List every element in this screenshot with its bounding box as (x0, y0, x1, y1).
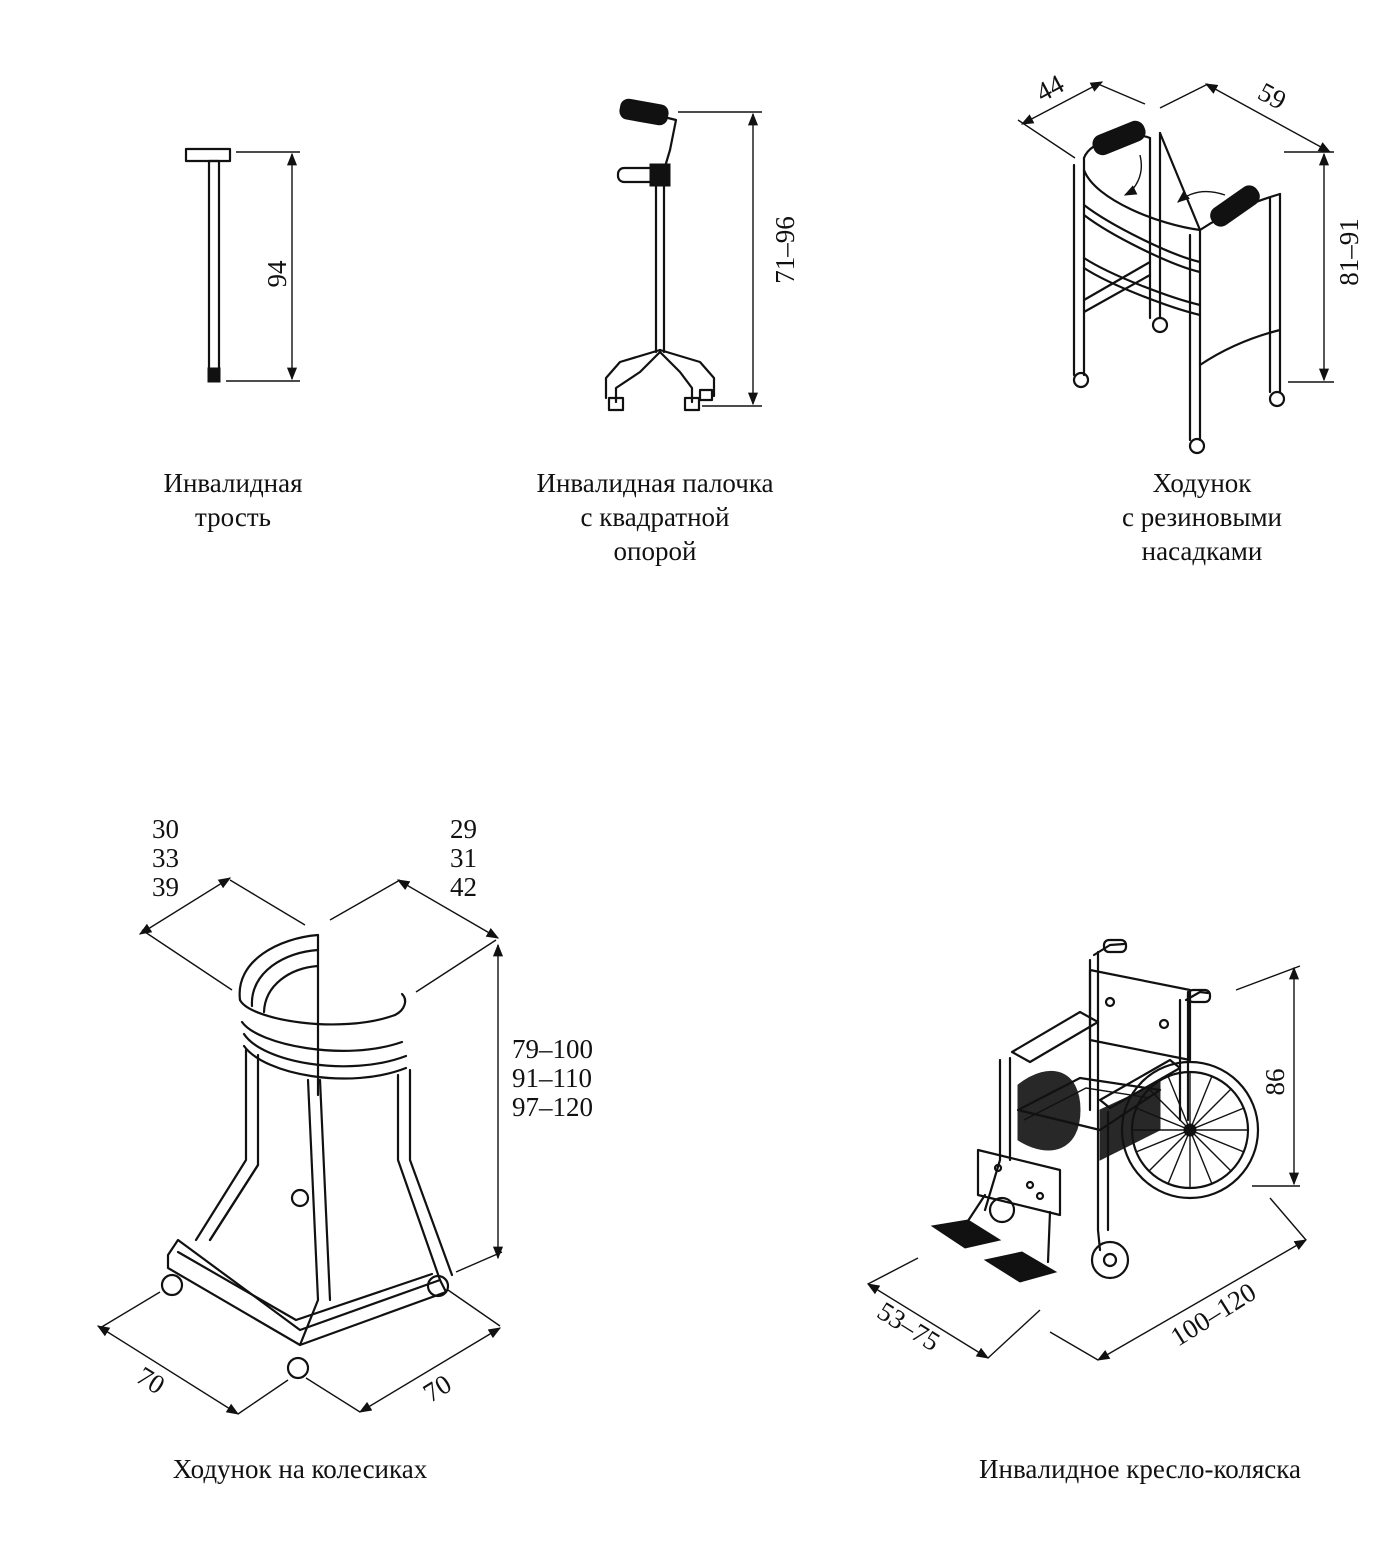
quad-cane-drawing (604, 98, 716, 412)
wheelchair-caption: Инвалидное кресло-коляска (950, 1452, 1330, 1486)
wheeled-walker-dimensions: 70 70 (96, 877, 504, 1415)
cane-drawing (184, 147, 232, 383)
wheelchair-height-label: 86 (1260, 1069, 1290, 1096)
caption-line: трость (195, 502, 271, 532)
height-value: 97–120 (512, 1092, 593, 1122)
caption-line: насадками (1141, 536, 1263, 566)
caption-line: Инвалидная (163, 468, 303, 498)
wheeled-walker-depth-values: 30 33 39 (152, 815, 179, 902)
height-value: 79–100 (512, 1034, 593, 1064)
quad-cane-height-dimension: 71–96 (678, 111, 800, 407)
depth-value: 33 (152, 843, 179, 873)
wheelchair-width-label: 53–75 (872, 1296, 945, 1357)
caption-line: Ходунок (1152, 468, 1252, 498)
depth-value: 39 (152, 872, 179, 902)
caption-line: Инвалидное кресло-коляска (979, 1454, 1301, 1484)
wheelchair-dimensions: 86 53–75 100–120 (866, 965, 1308, 1361)
wheeled-walker-drawing (160, 933, 454, 1380)
height-value: 91–110 (512, 1063, 592, 1093)
frame-walker-width-label: 59 (1253, 76, 1291, 115)
quad-cane-caption: Инвалидная палочка с квадратной опорой (505, 466, 805, 568)
width-value: 31 (450, 843, 477, 873)
caption-line: опорой (613, 536, 697, 566)
frame-walker-drawing (1072, 120, 1286, 455)
depth-value: 30 (152, 814, 179, 844)
frame-walker-height-label: 81–91 (1334, 218, 1364, 286)
caption-line: с квадратной (580, 502, 730, 532)
width-value: 29 (450, 814, 477, 844)
caption-line: Ходунок на колесиках (172, 1454, 428, 1484)
caption-line: с резиновыми (1121, 502, 1283, 532)
cane-height-dimension: 94 (226, 151, 300, 382)
cane-caption: Инвалидная трость (133, 466, 333, 534)
wheeled-walker-height-values: 79–100 91–110 97–120 (512, 1035, 593, 1122)
wheeled-walker-left-base-label: 70 (131, 1360, 170, 1400)
wheelchair-length-label: 100–120 (1165, 1277, 1261, 1353)
width-value: 42 (450, 872, 477, 902)
cane-height-label: 94 (262, 260, 292, 288)
quad-cane-height-label: 71–96 (770, 216, 800, 284)
wheeled-walker-caption: Ходунок на колесиках (140, 1452, 460, 1486)
caption-line: Инвалидная палочка (536, 468, 774, 498)
frame-walker-caption: Ходунок с резиновыми насадками (1082, 466, 1322, 568)
wheelchair-drawing (930, 938, 1260, 1283)
wheeled-walker-width-values: 29 31 42 (450, 815, 477, 902)
